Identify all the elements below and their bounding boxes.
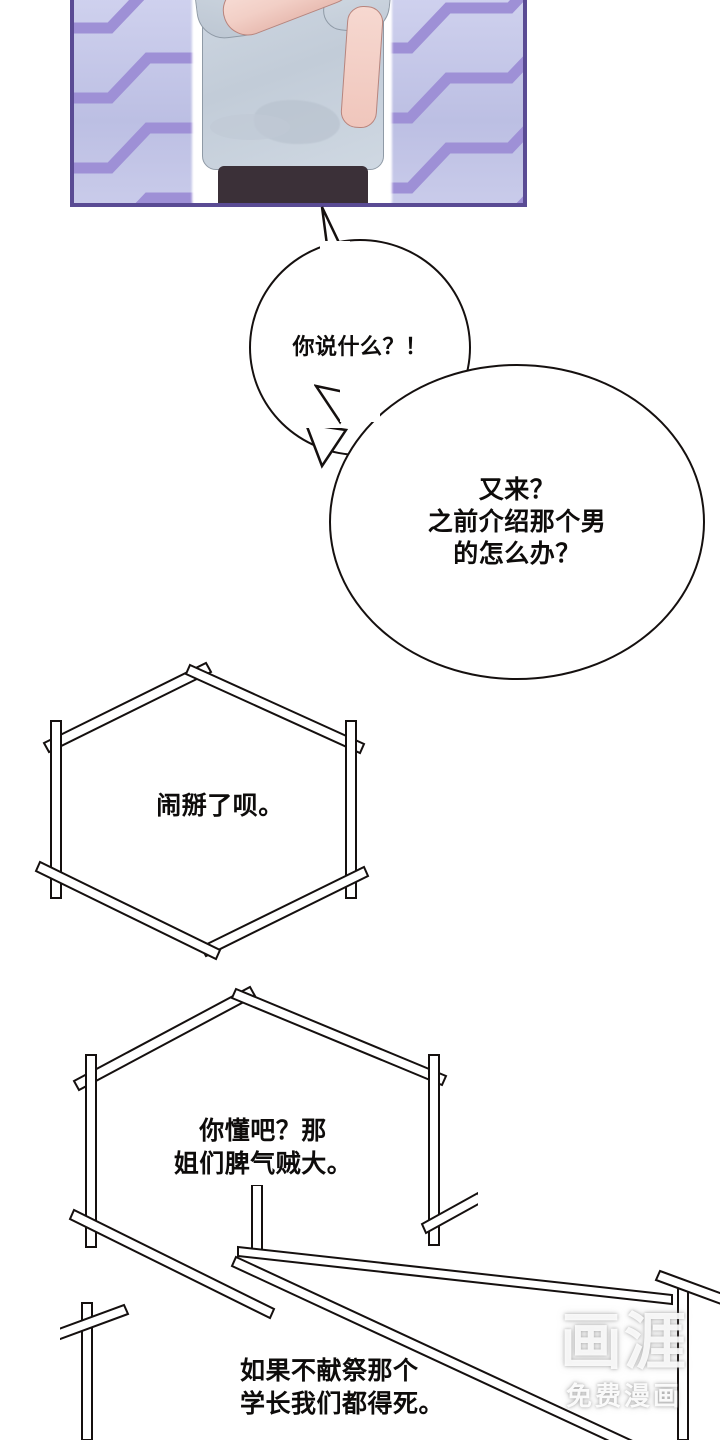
figure-trousers [218, 166, 368, 203]
speech-bubble-2-text: 又来？ 之前介绍那个男 的怎么办？ [427, 476, 607, 568]
speech-bubble-3[interactable]: 闹掰了呗。 [20, 645, 420, 975]
speech-bubble-2[interactable]: 又来？ 之前介绍那个男 的怎么办？ [329, 364, 705, 680]
speech-bubble-3-text: 闹掰了呗。 [156, 792, 284, 820]
bubble-2-tail-icon [314, 384, 380, 425]
speech-bubble-4-text: 你懂吧？那 姐们脾气贼大。 [173, 1117, 353, 1178]
speech-bubble-4[interactable]: 你懂吧？那 姐们脾气贼大。 [48, 975, 484, 1345]
figure-shirt-shading-2 [210, 114, 290, 140]
hexagon-stick-frame-5 [46, 1184, 720, 1440]
top-art-panel [70, 0, 527, 207]
speech-bubble-5-text: 如果不献祭那个 学长我们都得死。 [240, 1357, 445, 1418]
character-figure [188, 0, 397, 203]
speech-bubble-5[interactable]: 如果不献祭那个 学长我们都得死。 [46, 1184, 720, 1440]
hexagon-stick-frame-4 [68, 985, 484, 1320]
hexagon-stick-frame-3 [34, 661, 370, 961]
speech-bubble-1-text: 你说什么？！ [292, 334, 428, 360]
bubble-1-tail-icon [320, 206, 350, 257]
